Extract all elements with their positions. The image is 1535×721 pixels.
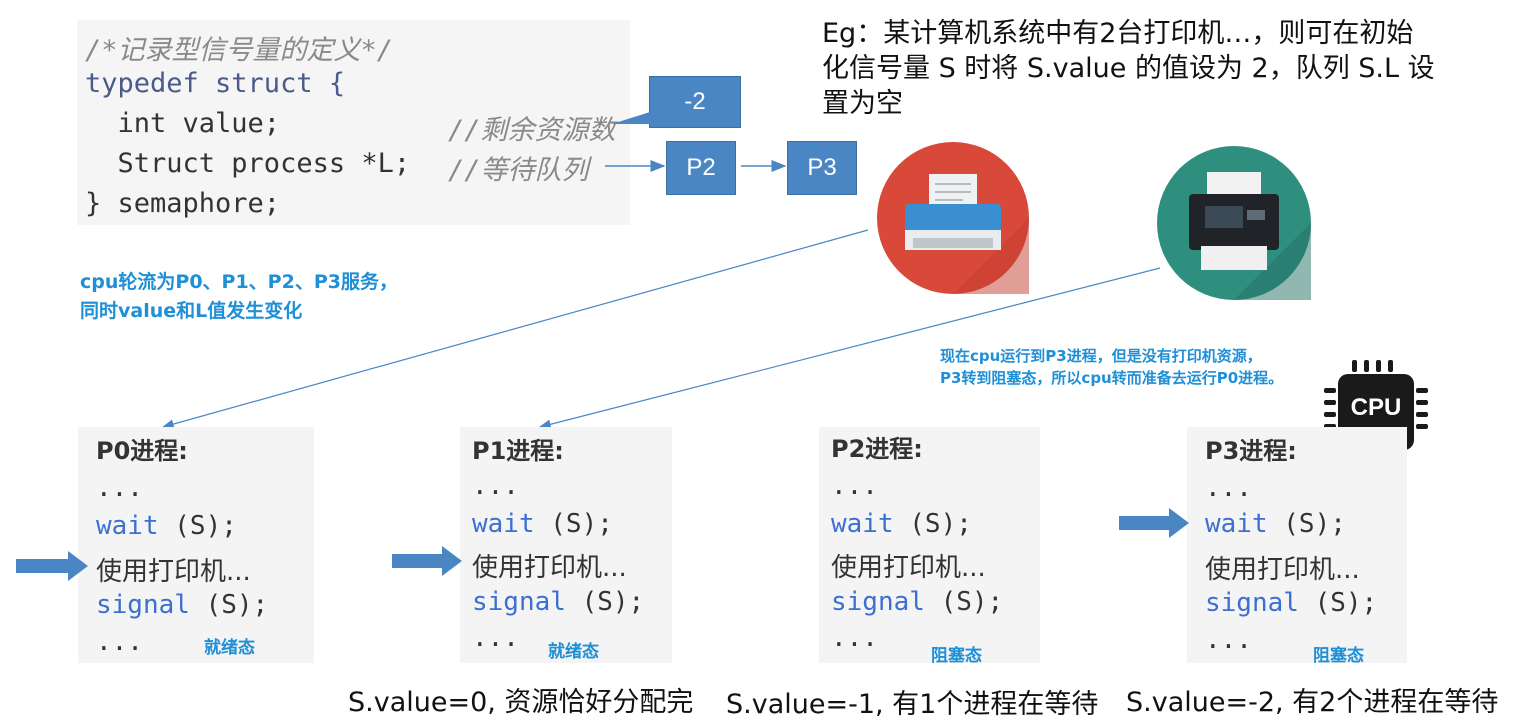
signal-args: (S); — [924, 587, 1004, 617]
printer-icon — [877, 142, 1029, 294]
right-arrow-icon — [1119, 508, 1189, 538]
example-line-1: Eg：某计算机系统中有2台打印机…，则可在初始 — [822, 18, 1414, 49]
example-line-2: 化信号量 S 时将 S.value 的值设为 2，队列 S.L 设 — [822, 53, 1435, 84]
cpu-now-note: 现在cpu运行到P3进程，但是没有打印机资源， P3转到阻塞态，所以cpu转而准… — [940, 345, 1283, 389]
cpu-chip-label: CPU — [1350, 394, 1402, 421]
printer-icon — [1157, 146, 1311, 300]
process-wait-line: wait (S); — [1205, 509, 1346, 539]
example-line-3: 置为空 — [822, 88, 903, 119]
process-wait-line: wait (S); — [472, 509, 613, 539]
code-typedef-line: typedef struct { — [85, 68, 346, 99]
process-state-label: 阻塞态 — [1313, 646, 1364, 666]
cpu-now-line-2: P3转到阻塞态，所以cpu转而准备去运行P0进程。 — [940, 369, 1284, 387]
process-dots-top: ... — [831, 471, 878, 501]
process-block-p3: P3进程: ... wait (S); 使用打印机... signal (S);… — [1187, 427, 1407, 666]
wait-args: (S); — [1267, 509, 1346, 539]
process-wait-line: wait (S); — [96, 511, 237, 541]
process-signal-line: signal (S); — [472, 587, 644, 617]
process-block-p2: P2进程: ... wait (S); 使用打印机... signal (S);… — [819, 427, 1040, 666]
caption-value-0: S.value=0, 资源恰好分配完 — [348, 687, 694, 718]
right-arrow-icon — [392, 546, 462, 576]
wait-args: (S); — [534, 509, 613, 539]
cpu-round-robin-line-2: 同时value和L值发生变化 — [80, 300, 303, 322]
code-struct-line: Struct process *L; — [85, 148, 411, 179]
wait-keyword: wait — [831, 509, 894, 539]
process-dots-bottom: ... — [1205, 625, 1252, 655]
wait-args: (S); — [893, 509, 972, 539]
process-signal-line: signal (S); — [96, 590, 268, 620]
code-comment-title: /*记录型信号量的定义*/ — [85, 35, 394, 66]
signal-args: (S); — [189, 590, 269, 620]
queue-box-p3: P3 — [787, 141, 857, 195]
process-block-p1: P1进程: ... wait (S); 使用打印机... signal (S);… — [460, 427, 672, 663]
process-use-line: 使用打印机... — [96, 557, 251, 587]
process-use-line: 使用打印机... — [472, 553, 627, 583]
process-dots-bottom: ... — [96, 627, 143, 657]
signal-args: (S); — [565, 587, 645, 617]
signal-keyword: signal — [831, 587, 925, 617]
signal-keyword: signal — [96, 590, 190, 620]
process-state-label: 就绪态 — [204, 638, 255, 658]
process-wait-line: wait (S); — [831, 509, 972, 539]
process-dots-bottom: ... — [472, 623, 519, 653]
code-L-comment: //等待队列 — [448, 155, 589, 186]
arrow-printer1-to-p0 — [161, 229, 869, 429]
signal-keyword: signal — [472, 587, 566, 617]
wait-keyword: wait — [96, 511, 159, 541]
process-state-label: 就绪态 — [548, 642, 599, 662]
right-arrow-icon — [16, 551, 88, 581]
cpu-round-robin-note: cpu轮流为P0、P1、P2、P3服务， 同时value和L值发生变化 — [80, 268, 398, 326]
process-dots-top: ... — [96, 473, 143, 503]
process-signal-line: signal (S); — [831, 587, 1003, 617]
wait-keyword: wait — [472, 509, 535, 539]
wait-args: (S); — [158, 511, 237, 541]
code-value-text: int value; — [85, 108, 281, 139]
caption-value-minus2: S.value=-2, 有2个进程在等待 — [1126, 687, 1499, 718]
code-end-line: } semaphore; — [85, 188, 281, 219]
wait-keyword: wait — [1205, 509, 1268, 539]
process-use-line: 使用打印机... — [831, 553, 986, 583]
signal-args: (S); — [1298, 588, 1378, 618]
process-title: P3进程: — [1205, 437, 1297, 465]
example-text: Eg：某计算机系统中有2台打印机…，则可在初始 化信号量 S 时将 S.valu… — [822, 16, 1435, 121]
process-dots-top: ... — [472, 471, 519, 501]
process-block-p0: P0进程: ... wait (S); 使用打印机... signal (S);… — [78, 427, 314, 663]
cpu-round-robin-line-1: cpu轮流为P0、P1、P2、P3服务， — [80, 271, 398, 293]
caption-value-minus1: S.value=-1, 有1个进程在等待 — [726, 689, 1099, 720]
process-dots-top: ... — [1205, 473, 1252, 503]
signal-keyword: signal — [1205, 588, 1299, 618]
code-value-comment: //剩余资源数 — [448, 115, 616, 146]
process-signal-line: signal (S); — [1205, 588, 1377, 618]
process-title: P2进程: — [831, 435, 923, 463]
process-dots-bottom: ... — [831, 623, 878, 653]
code-value-line: int value; — [85, 108, 281, 139]
process-title: P1进程: — [472, 437, 564, 465]
process-title: P0进程: — [96, 437, 188, 465]
cpu-now-line-1: 现在cpu运行到P3进程，但是没有打印机资源， — [940, 347, 1262, 365]
semaphore-code-block — [77, 20, 630, 225]
value-callout-box: -2 — [649, 76, 741, 128]
queue-box-p2: P2 — [666, 141, 736, 195]
process-use-line: 使用打印机... — [1205, 555, 1360, 585]
process-state-label: 阻塞态 — [931, 646, 982, 666]
